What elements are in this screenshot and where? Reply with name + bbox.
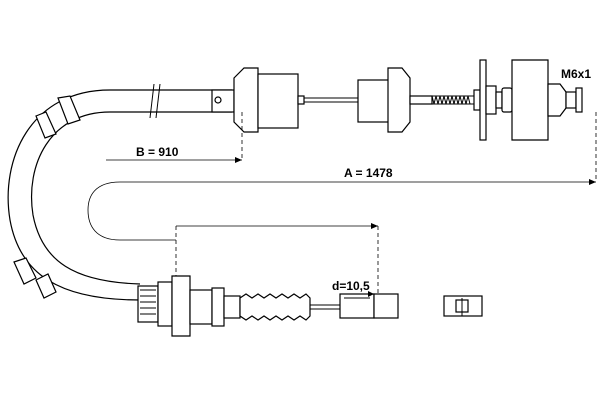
d-dimension xyxy=(350,291,374,297)
lower-sheath-fitting xyxy=(137,275,241,337)
adjuster-nut-group xyxy=(473,59,513,141)
thread-label: M6x1 xyxy=(561,67,591,81)
cable-sleeves xyxy=(13,95,81,299)
lower-wire xyxy=(310,304,340,310)
end-pin-detail xyxy=(443,295,483,317)
upper-sheath-fitting xyxy=(211,67,305,133)
sleeve-lower-1 xyxy=(13,257,37,285)
b-dimension xyxy=(106,112,243,163)
sleeve-lower-2 xyxy=(35,273,57,299)
end-pin xyxy=(339,293,399,319)
sleeve-upper-1 xyxy=(57,95,81,125)
inner-wire xyxy=(304,97,360,103)
threaded-rod xyxy=(431,95,474,105)
a-label: A = 1478 xyxy=(344,166,393,180)
end-boot xyxy=(511,59,583,141)
b-label: B = 910 xyxy=(136,145,179,159)
cable-inner-line xyxy=(30,111,232,285)
lower-bellows xyxy=(239,293,311,321)
grease-nipple xyxy=(214,96,222,104)
break-marks xyxy=(149,83,161,119)
damper-body xyxy=(357,67,433,133)
diameter-label: d=10,5 xyxy=(332,279,370,293)
a-dimension xyxy=(87,112,597,294)
sleeve-upper-2 xyxy=(35,111,57,139)
